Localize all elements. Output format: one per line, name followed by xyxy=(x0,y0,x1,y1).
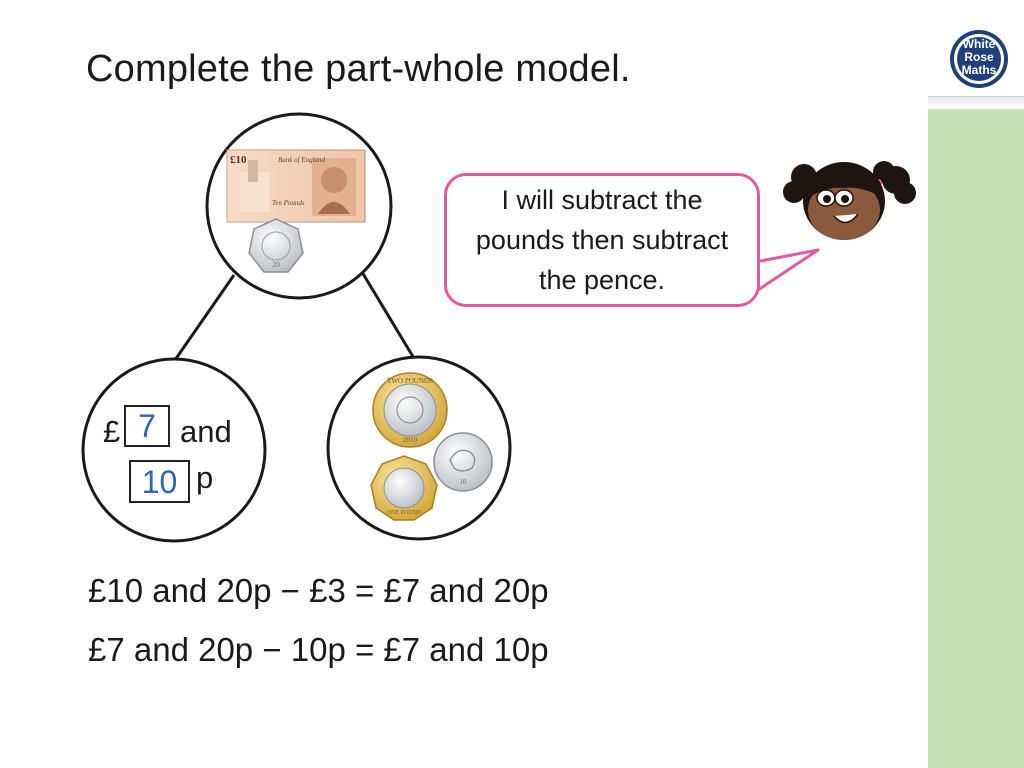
note-ten-pounds: Ten Pounds xyxy=(272,199,305,207)
speech-bubble: I will subtract the pounds then subtract… xyxy=(444,173,760,307)
logo-line-1: White xyxy=(963,37,996,51)
pounds-answer-box[interactable]: 7 xyxy=(124,405,170,447)
note-value: £10 xyxy=(230,154,247,166)
page-title: Complete the part-whole model. xyxy=(86,48,631,90)
coin-1-label: ONE POUND xyxy=(387,510,422,516)
white-rose-maths-logo: White Rose Maths xyxy=(950,30,1008,88)
speech-bubble-tail xyxy=(753,248,820,292)
pence-word: p xyxy=(196,460,214,495)
note-bank: Bank of England xyxy=(278,156,326,164)
coin-2-year: 2010 xyxy=(403,436,418,444)
coin-10-label: 10 xyxy=(460,478,468,486)
pound-sign: £ xyxy=(103,414,121,449)
girl-character-icon xyxy=(783,161,916,240)
ten-pence-coin-icon: 10 xyxy=(433,432,493,492)
part-left-circle xyxy=(81,357,267,543)
side-banner xyxy=(928,0,1024,768)
equation-1: £10 and 20p − £3 = £7 and 20p xyxy=(88,572,549,609)
and-word: and xyxy=(180,414,232,449)
one-pound-coin-icon: ONE POUND xyxy=(370,455,438,521)
logo-line-2: Rose xyxy=(964,50,994,64)
pence-answer-box[interactable]: 10 xyxy=(129,460,190,503)
two-pound-coin-icon: TWO POUNDS 2010 xyxy=(372,372,448,448)
equation-2: £7 and 20p − 10p = £7 and 10p xyxy=(88,631,549,668)
logo-line-3: Maths xyxy=(962,63,997,77)
twenty-pence-coin-icon: 20 xyxy=(248,218,304,273)
coin-20-label: 20 xyxy=(272,260,280,269)
ten-pound-note-icon: £10 Bank of England Ten Pounds xyxy=(226,149,366,223)
side-banner-fold xyxy=(928,96,1024,109)
coin-2-label: TWO POUNDS xyxy=(387,377,433,385)
connector-left xyxy=(173,274,236,361)
connector-right xyxy=(360,271,417,361)
speech-bubble-text: I will subtract the pounds then subtract… xyxy=(475,185,729,295)
